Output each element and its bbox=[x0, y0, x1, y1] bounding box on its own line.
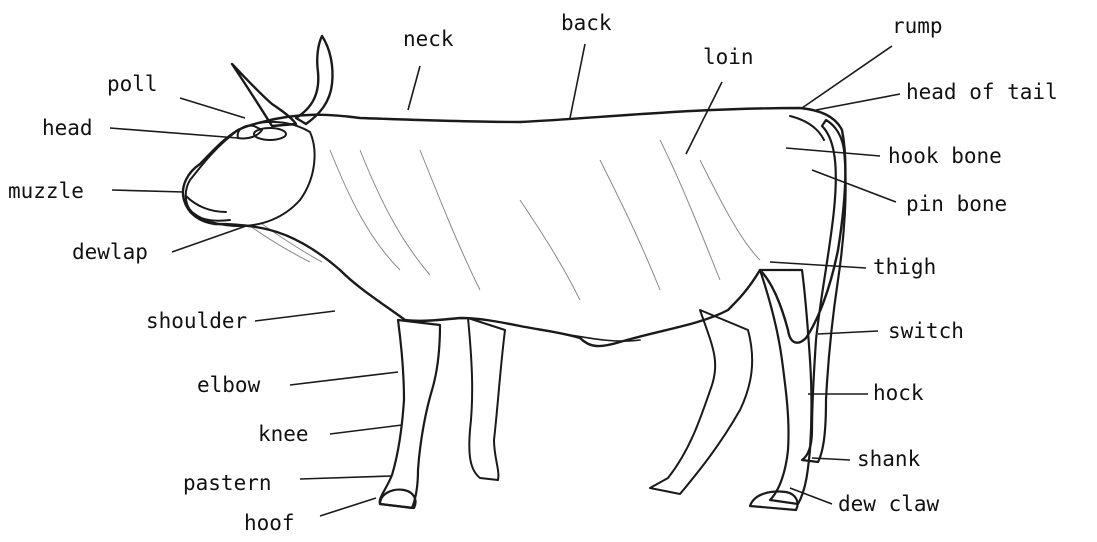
far-foreleg bbox=[468, 318, 505, 480]
label-muzzle: muzzle bbox=[8, 179, 84, 203]
label-knee: knee bbox=[258, 422, 309, 446]
label-rump: rump bbox=[892, 14, 943, 38]
part-labels: poll head muzzle dewlap shoulder elbow k… bbox=[8, 11, 1058, 535]
label-pin-bone: pin bone bbox=[906, 192, 1007, 216]
label-shank: shank bbox=[857, 447, 921, 471]
body-texture bbox=[330, 140, 760, 300]
label-dew-claw: dew claw bbox=[838, 492, 940, 516]
near-fore-hoof bbox=[380, 490, 416, 508]
label-head-of-tail: head of tail bbox=[906, 80, 1058, 104]
label-back: back bbox=[561, 11, 612, 35]
leader-lines bbox=[110, 44, 900, 516]
near-foreleg bbox=[380, 320, 440, 508]
label-hock: hock bbox=[873, 381, 924, 405]
dewlap-folds bbox=[250, 224, 322, 262]
label-hoof: hoof bbox=[244, 511, 295, 535]
far-horn bbox=[296, 36, 333, 124]
label-loin: loin bbox=[703, 45, 754, 69]
label-head: head bbox=[42, 116, 93, 140]
near-hindleg bbox=[760, 270, 812, 504]
label-switch: switch bbox=[888, 319, 964, 343]
rump-outline bbox=[790, 116, 824, 140]
label-neck: neck bbox=[403, 27, 454, 51]
label-thigh: thigh bbox=[873, 255, 936, 279]
label-shoulder: shoulder bbox=[146, 309, 247, 333]
far-hindleg bbox=[650, 310, 752, 494]
label-pastern: pastern bbox=[183, 471, 272, 495]
cow-body bbox=[183, 108, 846, 346]
label-poll: poll bbox=[107, 72, 158, 96]
label-elbow: elbow bbox=[197, 373, 261, 397]
label-dewlap: dewlap bbox=[72, 240, 148, 264]
cow-mouth bbox=[186, 196, 230, 221]
tail bbox=[802, 120, 846, 462]
label-hook-bone: hook bone bbox=[888, 144, 1002, 168]
